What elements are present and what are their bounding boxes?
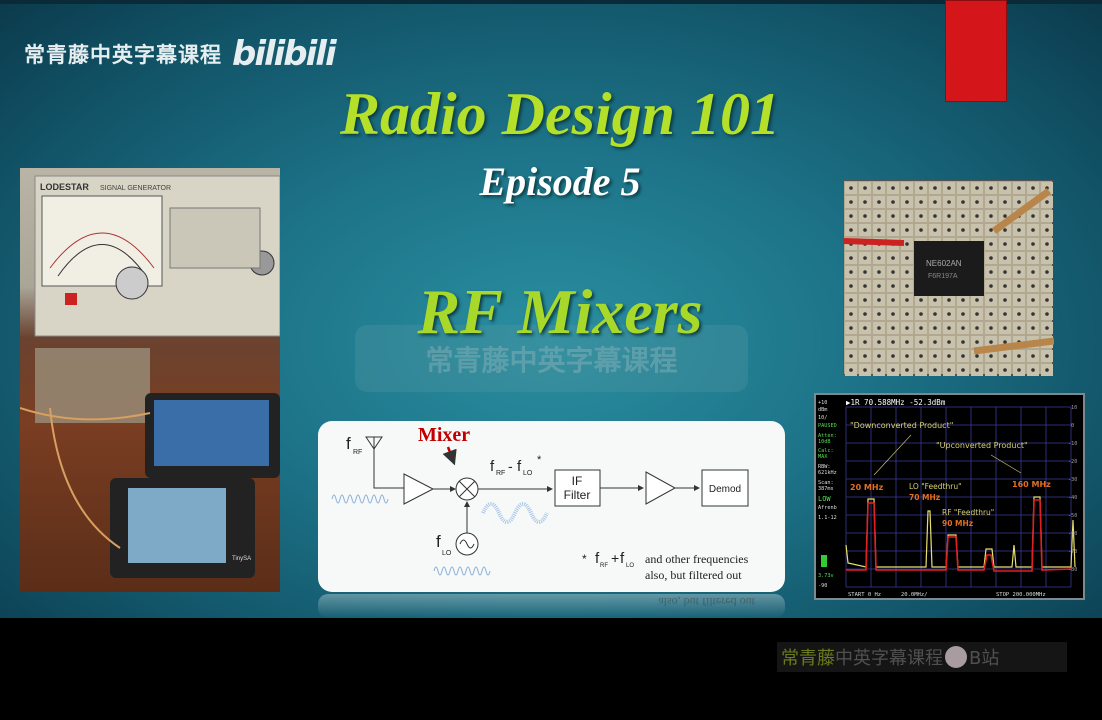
red-bookmark [945,0,1007,102]
equipment-photo: LODESTAR SIGNAL GENERATOR TinySA [19,168,281,592]
asterisk: * [582,552,587,566]
plus-sign: + [611,550,619,566]
lo-waveform [433,566,491,576]
watermark-green: 常青藤 [781,648,835,669]
y-tick: -50 [1068,513,1077,519]
left-label: Atten: [818,433,837,439]
subscript: RF [353,449,362,456]
if-amplifier-icon [645,471,677,505]
left-label: PAUSED [818,423,837,429]
label-70mhz: 70 MHz [909,493,940,502]
annotation-upconverted: "Upconverted Product" [936,441,1028,450]
if-waveform [481,502,549,524]
y-tick: -30 [1068,477,1077,483]
annotation-downconverted: "Downconverted Product" [850,421,953,430]
stop-frequency: STOP 200.000MHz [996,592,1046,598]
diagram-reflection: also, but filtered out [318,594,785,618]
amplifier-icon [403,473,435,505]
f-lo: f [517,458,522,475]
left-label: -90 [818,583,827,589]
subscript: LO [523,470,533,477]
left-label: RBW: [818,464,831,470]
subscript: LO [626,563,634,569]
f-lo: f [620,550,625,567]
reflection-text: also, but filtered out [658,595,755,609]
y-tick: -70 [1068,549,1077,555]
watermark-text: 常青藤中英字幕课程 [24,43,222,67]
tinysa-label: TinySA [232,556,251,562]
battery-voltage: 3.73v [818,573,834,579]
left-label: 621kHz [818,470,837,476]
mixer-label: Mixer [418,424,470,446]
channel-watermark: 常青藤中英字幕课程 bilibili [24,34,337,74]
antenna-icon [365,436,383,450]
subscript: RF [600,563,608,569]
subscript: RF [496,470,505,477]
subtitle-watermark: 常青藤 中英字幕课程 B站 [777,642,1067,672]
faint-watermark: 常青藤中英字幕课程 [355,325,748,392]
chip-marking: NE602AN [926,259,962,268]
left-label: MAX [818,454,828,460]
slide: 常青藤中英字幕课程 bilibili Radio Design 101 Epis… [0,0,1102,618]
chip-marking-2: F6R197A [928,273,958,280]
y-tick: 10 [1071,405,1077,411]
y-tick: 0 [1071,423,1074,429]
if-filter-label: IF [572,474,583,488]
episode-label: Episode 5 [479,159,641,204]
demod-block [701,469,749,507]
minus-sign: - [508,458,513,474]
top-edge [0,0,1102,4]
asterisk: * [537,454,542,466]
bilibili-logo: bilibili [232,34,337,74]
f-lo-label: f [436,532,441,551]
left-label: +10 [818,400,827,406]
if-filter-block [554,469,601,507]
label-90mhz: 90 MHz [942,519,973,528]
f-rf-minus-f-lo: f [490,458,495,475]
brand-label: LODESTAR [40,182,89,192]
left-label: Calc: [818,448,834,454]
marker-readout: ▶1R 70.588MHz -52.3dBm [846,398,946,407]
annotation-lo-feedthru: LO "Feedthru" [909,482,962,491]
y-tick: -60 [1068,531,1077,537]
frequency-per-division: 20.0MHz/ [901,592,928,598]
label-20mhz: 20 MHz [850,483,884,492]
left-label: Scan: [818,480,834,486]
note-line-2: also, but filtered out [645,568,742,582]
mixer-chip-photo: NE602AN F6R197A [843,180,1055,376]
annotation-rf-feedthru: RF "Feedthru" [942,508,994,517]
circle-logo-icon [945,646,967,668]
if-filter-label: Filter [564,488,591,502]
spectrum-trace-red [846,499,1072,572]
subscript: LO [442,550,452,557]
left-label: Afrenb [818,505,837,511]
note-line-1: and other frequencies [645,552,749,566]
watermark-suffix: B站 [969,648,1000,669]
topic-title: RF Mixers [417,276,703,347]
y-tick: -20 [1068,459,1077,465]
f-rf: f [595,550,600,567]
watermark-grey: 中英字幕课程 [835,648,943,669]
mixer-block-diagram: f RF Mixer f LO f RF - f LO * IF Filter … [318,421,785,592]
y-tick: -10 [1068,441,1077,447]
left-label: 387ms [818,486,834,492]
left-label: 10dB [818,439,831,445]
left-label: LOW [818,495,831,503]
left-label: 10/ [818,415,827,421]
label-160mhz: 160 MHz [1012,480,1051,489]
spectrum-analyzer-screenshot: ▶1R 70.588MHz -52.3dBm +10 dBm 10/ PAUSE… [814,393,1085,600]
left-label: dBm [818,407,827,413]
demod-label: Demod [709,484,741,495]
rf-waveform [331,494,389,504]
start-frequency: START 0 Hz [848,592,881,598]
left-label: 1.1-12 [818,515,837,521]
slide-title: Radio Design 101 [339,81,781,147]
y-tick: -40 [1068,495,1077,501]
y-tick: -80 [1068,567,1077,573]
f-rf-label: f [346,434,351,453]
model-label: SIGNAL GENERATOR [100,185,171,192]
